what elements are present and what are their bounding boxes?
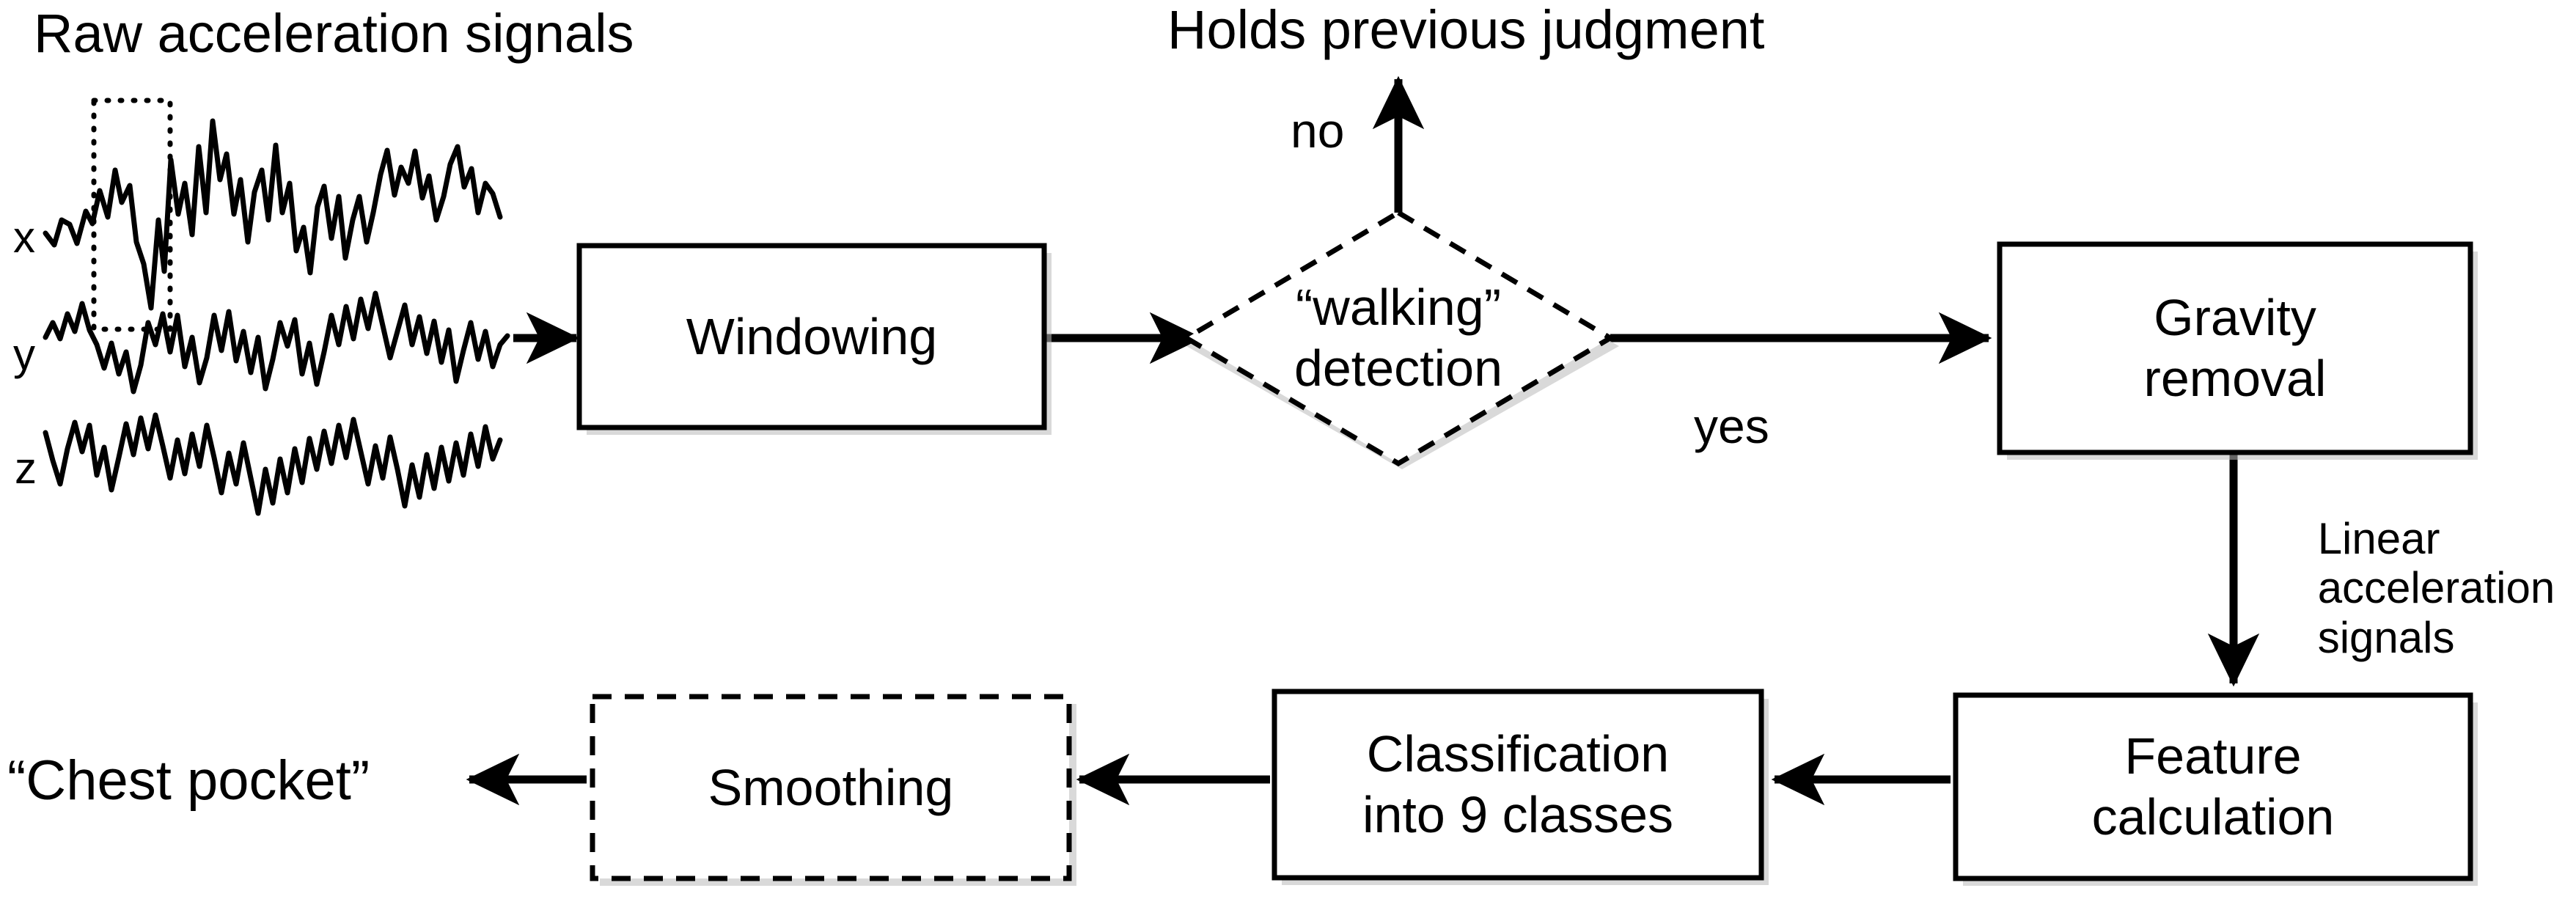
waveform-y-trace bbox=[43, 290, 510, 395]
raw-signal-waveforms bbox=[43, 98, 510, 516]
node-smoothing[interactable] bbox=[590, 694, 1072, 881]
page-title: Raw acceleration signals bbox=[34, 3, 634, 64]
linear-label-line-2: acceleration bbox=[2317, 563, 2555, 613]
axis-label-x: x bbox=[13, 213, 35, 262]
waveform-x-trace bbox=[43, 118, 503, 311]
edge-label-yes: yes bbox=[1694, 399, 1769, 453]
linear-label-line-3: signals bbox=[2317, 612, 2455, 662]
linear-label-line-1: Linear bbox=[2317, 514, 2440, 564]
edge-label-no: no bbox=[1291, 103, 1345, 158]
node-gravity-removal[interactable] bbox=[1997, 241, 2473, 455]
node-feature-calculation[interactable] bbox=[1953, 692, 2473, 881]
edge-label-linear-acceleration-signals: Linear acceleration signals bbox=[2269, 465, 2555, 711]
axis-label-z: z bbox=[15, 444, 37, 493]
axis-label-y: y bbox=[13, 330, 35, 379]
holds-previous-judgment-output: Holds previous judgment bbox=[1167, 0, 1765, 60]
sliding-window-selection[interactable] bbox=[91, 98, 173, 332]
node-walking-detection[interactable] bbox=[1181, 209, 1615, 467]
final-output-chest-pocket: “Chest pocket” bbox=[7, 749, 370, 812]
node-windowing[interactable] bbox=[576, 243, 1047, 430]
waveform-z-trace bbox=[43, 412, 503, 516]
node-classification[interactable] bbox=[1272, 689, 1764, 881]
